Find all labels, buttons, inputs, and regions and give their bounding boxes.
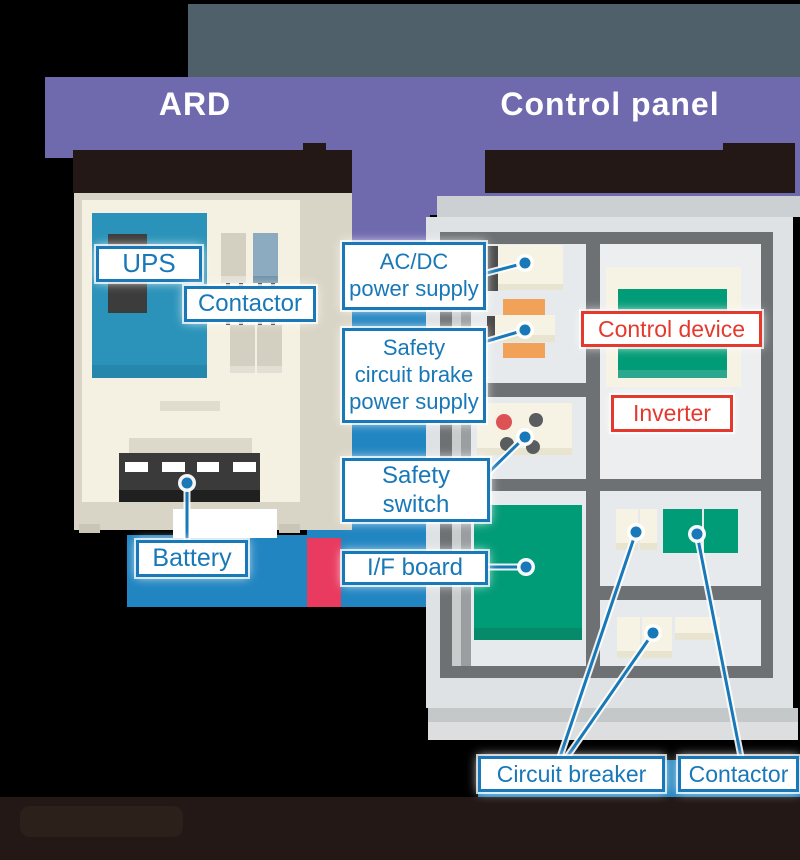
battery-cell-window [197, 462, 219, 472]
orange-terminal-1 [503, 299, 545, 315]
safety-switch-module-cap [477, 448, 572, 455]
control-cabinet-top-notch [723, 143, 795, 151]
ups-terminal-block-bottom [108, 280, 147, 313]
control-cabinet-plinth-dark [428, 708, 798, 722]
mounting-rail-dark [461, 244, 471, 666]
contactor-component-4 [257, 325, 282, 373]
safety-switch-label: Safety switch [342, 458, 490, 522]
ups-label: UPS [96, 246, 202, 282]
contactor-component-1 [221, 233, 246, 283]
breaker-module-3 [617, 617, 640, 658]
inverter-label: Inverter [611, 395, 733, 432]
callout-line-circuit-breaker-2 [565, 631, 655, 759]
battery-label: Battery [136, 540, 248, 577]
safety-brake-power-supply-label: Safety circuit brake power supply [342, 328, 486, 423]
top-slate-block [188, 4, 800, 77]
callout-line-contactor [695, 532, 743, 759]
control-cabinet-top-band [437, 196, 800, 217]
footer-watermark [20, 806, 183, 837]
if-board-green-strip [474, 628, 582, 640]
contactor-component-1-cap [221, 276, 246, 283]
breaker-module-cap [642, 651, 672, 658]
acdc-power-supply-label: AC/DC power supply [342, 242, 486, 310]
ard-title: ARD [158, 86, 232, 122]
callout-line-circuit-breaker-1 [558, 530, 638, 759]
control-panel-title: Control panel [500, 86, 720, 122]
safety-switch-red-button [496, 414, 512, 430]
connector-dots [178, 254, 706, 642]
breaker-module-flat-cap [675, 633, 720, 640]
acdc-power-supply-module-cap [498, 284, 563, 290]
if-board-label: I/F board [342, 551, 488, 585]
control-cabinet-top [485, 150, 795, 193]
ard-cabinet-foot-right [279, 524, 300, 533]
control-device-green-strip [618, 370, 727, 378]
circuit-breaker-module-cap [616, 543, 638, 550]
circuit-breaker-module-2 [640, 509, 657, 550]
circuit-breaker-label: Circuit breaker [478, 756, 665, 792]
breaker-module-cap [617, 651, 640, 658]
battery-cell-window [233, 462, 256, 472]
pink-band [307, 538, 341, 607]
battery-shelf [129, 438, 252, 453]
ard-vent-slot [160, 401, 220, 411]
ard-cabinet-top [73, 150, 352, 193]
contactor-component-2-cap [253, 276, 278, 283]
ups-unit-base [92, 365, 207, 378]
control-cabinet-plinth-light [428, 722, 798, 740]
contactor-component-2 [253, 233, 278, 283]
orange-terminal-2 [503, 343, 545, 358]
battery-cell-window [125, 462, 148, 472]
mounting-rail-light [452, 244, 461, 666]
circuit-breaker-module-cap [640, 543, 657, 550]
module-bracket [487, 316, 498, 342]
contactor-ard-label: Contactor [184, 286, 316, 322]
ard-cabinet-foot-left [79, 524, 100, 533]
contactor-bottom-label: Contactor [678, 756, 799, 792]
safety-switch-gray-button [529, 413, 543, 427]
battery-cell-window [162, 462, 185, 472]
contactor-component-3 [230, 325, 255, 373]
contactor-green-module-2 [704, 509, 738, 553]
contactor-component-3-cap [230, 366, 255, 373]
banner-purple-column [352, 77, 430, 243]
contactor-component-4-cap [257, 366, 282, 373]
callout-line-safety-switch [484, 435, 527, 477]
control-device-label: Control device [581, 311, 762, 347]
ard-cabinet-top-notch [303, 143, 326, 151]
